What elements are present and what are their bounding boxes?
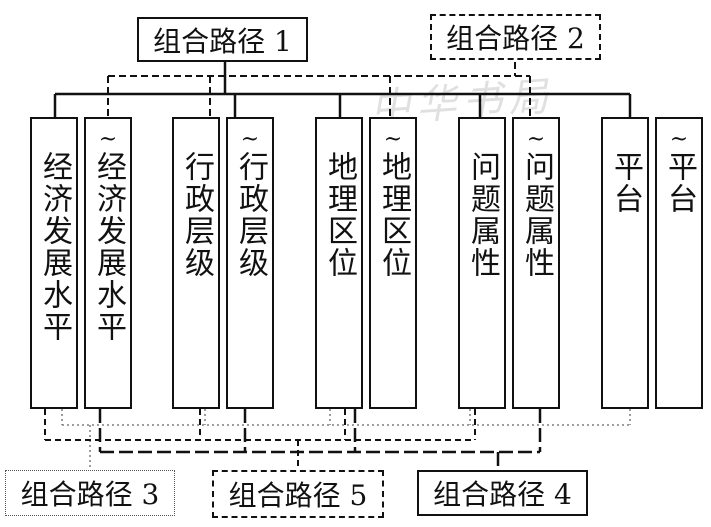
path2-connectors (107, 62, 531, 117)
negation-mark: ~ (526, 127, 546, 152)
condition-label: 行政层级 (179, 151, 214, 279)
combination-path-1-box: 组合路径 1 (137, 17, 308, 62)
condition-label: 经济发展水平 (37, 151, 72, 343)
combination-path-4-box: 组合路径 4 (417, 470, 588, 516)
negation-mark: ~ (98, 127, 118, 152)
condition-not-geo-location: ~ 地理区位 (369, 117, 417, 409)
path4-connectors (98, 409, 542, 470)
condition-label: 经济发展水平 (91, 151, 126, 343)
condition-label: 地理区位 (322, 151, 357, 279)
path1-connectors (53, 62, 632, 117)
combination-path-2-box: 组合路径 2 (430, 14, 601, 60)
condition-geo-location: 地理区位 (315, 117, 363, 409)
condition-not-platform: ~ 平台 (655, 117, 703, 409)
combination-path-3-box: 组合路径 3 (5, 470, 175, 516)
negation-mark: ~ (383, 127, 403, 152)
condition-not-admin-level: ~ 行政层级 (226, 117, 274, 409)
condition-not-economic-level: ~ 经济发展水平 (84, 117, 132, 409)
condition-problem-attribute: 问题属性 (458, 117, 506, 409)
condition-platform: 平台 (601, 117, 649, 409)
condition-economic-level: 经济发展水平 (30, 117, 78, 409)
negation-mark: ~ (669, 127, 689, 152)
negation-mark: ~ (240, 127, 260, 152)
condition-label: 行政层级 (233, 151, 268, 279)
condition-label: 问题属性 (519, 151, 554, 279)
condition-label: 平台 (608, 151, 643, 215)
condition-admin-level: 行政层级 (172, 117, 220, 409)
condition-not-problem-attribute: ~ 问题属性 (512, 117, 560, 409)
condition-label: 平台 (662, 151, 697, 215)
path5-connectors (44, 409, 476, 470)
combination-path-5-box: 组合路径 5 (212, 470, 384, 518)
condition-label: 地理区位 (376, 151, 411, 279)
condition-label: 问题属性 (465, 151, 500, 279)
